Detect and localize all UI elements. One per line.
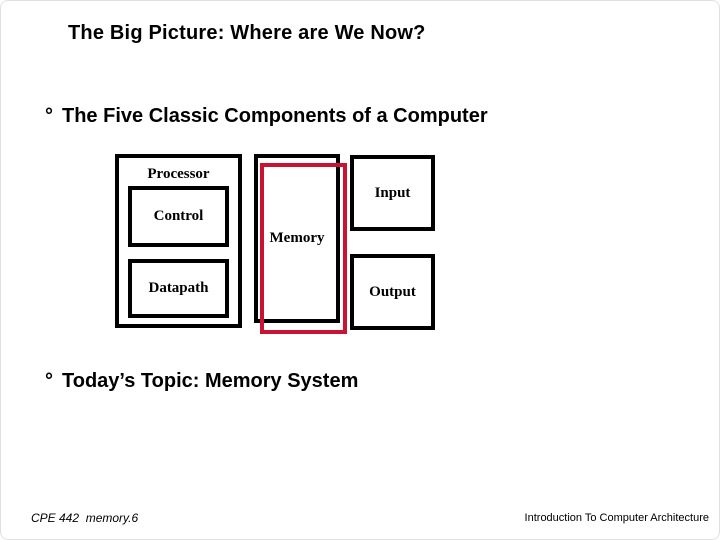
datapath-box: Datapath xyxy=(128,259,229,318)
bullet-item-components: ° The Five Classic Components of a Compu… xyxy=(45,105,488,128)
footer-course-label: CPE 442 memory.6 xyxy=(31,511,139,525)
slide-title: The Big Picture: Where are We Now? xyxy=(68,22,426,44)
processor-box: Processor Control Datapath xyxy=(115,154,242,328)
memory-box: Memory xyxy=(254,154,340,323)
control-label: Control xyxy=(153,208,204,224)
degree-bullet-icon: ° xyxy=(45,370,53,392)
input-label: Input xyxy=(374,184,411,201)
memory-label: Memory xyxy=(269,230,325,246)
bullet-text: The Five Classic Components of a Compute… xyxy=(62,105,488,127)
input-box: Input xyxy=(350,155,435,231)
datapath-label: Datapath xyxy=(148,280,209,296)
bullet-item-topic: ° Today’s Topic: Memory System xyxy=(45,370,358,393)
output-box: Output xyxy=(350,254,435,330)
memory-highlight-box xyxy=(260,163,347,334)
degree-bullet-icon: ° xyxy=(45,105,53,127)
bullet-text: Today’s Topic: Memory System xyxy=(62,370,359,392)
output-label: Output xyxy=(369,283,416,300)
processor-label: Processor xyxy=(147,166,210,182)
footer-course-title: Introduction To Computer Architecture xyxy=(524,512,709,524)
control-box: Control xyxy=(128,186,229,247)
